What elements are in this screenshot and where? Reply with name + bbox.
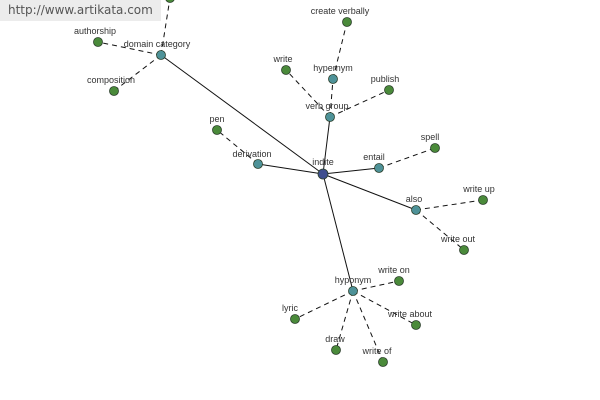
node-dot-lyric[interactable]: [290, 314, 300, 324]
node-hyponym[interactable]: hyponym: [335, 275, 372, 296]
node-label-entail[interactable]: entail: [363, 152, 385, 162]
edge-domain-category-to-authorship: [97, 41, 162, 56]
node-dot-entail[interactable]: [374, 163, 384, 173]
node-label-publish[interactable]: publish: [371, 74, 400, 84]
node-dot-create-verbally[interactable]: [342, 17, 352, 27]
edge-hyponym-to-lyric: [294, 290, 354, 320]
edge-indite-to-entail: [322, 167, 380, 175]
edge-hyponym-to-write-on: [352, 280, 400, 292]
node-label-hypernym[interactable]: hypernym: [313, 63, 353, 73]
graph-edges: [97, 0, 484, 363]
node-verb-group[interactable]: verb group: [305, 101, 349, 122]
edge-indite-to-domain-category: [160, 54, 324, 175]
node-write-about[interactable]: write about: [387, 309, 433, 330]
node-dot-publish[interactable]: [384, 85, 394, 95]
node-label-verb-group[interactable]: verb group: [305, 101, 348, 111]
node-label-pen[interactable]: pen: [209, 114, 224, 124]
node-dot-write-of[interactable]: [378, 357, 388, 367]
node-write-on[interactable]: write on: [377, 265, 410, 286]
node-dot-domain-category[interactable]: [156, 50, 166, 60]
node-label-lyric[interactable]: lyric: [282, 303, 298, 313]
node-lyric[interactable]: lyric: [282, 303, 300, 324]
edge-indite-to-derivation: [257, 163, 324, 175]
node-label-write-vg[interactable]: write: [272, 54, 292, 64]
node-dot-write-about[interactable]: [411, 320, 421, 330]
node-label-write-out[interactable]: write out: [440, 234, 476, 244]
node-dot-top-offscreen[interactable]: [165, 0, 175, 3]
edge-also-to-write-up: [415, 199, 484, 211]
node-dot-indite[interactable]: [317, 168, 329, 180]
node-dot-derivation[interactable]: [253, 159, 263, 169]
edge-indite-to-hyponym: [322, 173, 354, 292]
edge-domain-category-to-top-offscreen: [160, 0, 171, 56]
node-label-domain-category[interactable]: domain category: [124, 39, 191, 49]
node-write-out[interactable]: write out: [440, 234, 476, 255]
node-also[interactable]: also: [406, 194, 423, 215]
edge-indite-to-also: [322, 173, 417, 211]
node-dot-authorship[interactable]: [93, 37, 103, 47]
graph-nodes: indite domain category verb group hypernym d…: [74, 0, 495, 367]
node-write-up[interactable]: write up: [462, 184, 495, 205]
edge-hyponym-to-draw: [335, 290, 354, 351]
node-hypernym[interactable]: hypernym: [313, 63, 353, 84]
node-label-spell[interactable]: spell: [421, 132, 440, 142]
node-derivation[interactable]: derivation: [232, 149, 272, 169]
node-authorship[interactable]: authorship: [74, 26, 116, 47]
node-label-write-of[interactable]: write of: [361, 346, 392, 356]
node-label-hyponym[interactable]: hyponym: [335, 275, 372, 285]
node-draw[interactable]: draw: [325, 334, 345, 355]
node-label-draw[interactable]: draw: [325, 334, 345, 344]
node-dot-draw[interactable]: [331, 345, 341, 355]
edge-verb-group-to-publish: [329, 89, 390, 118]
edge-entail-to-spell: [378, 147, 436, 169]
node-spell[interactable]: spell: [421, 132, 440, 153]
node-top-offscreen[interactable]: [165, 0, 175, 3]
edge-hyponym-to-write-of: [352, 290, 384, 363]
node-label-create-verbally[interactable]: create verbally: [311, 6, 370, 16]
node-indite[interactable]: indite: [312, 157, 334, 180]
edge-hypernym-to-create-verbally: [332, 21, 348, 80]
node-publish[interactable]: publish: [371, 74, 400, 95]
node-dot-write-out[interactable]: [459, 245, 469, 255]
node-dot-hypernym[interactable]: [328, 74, 338, 84]
node-dot-pen[interactable]: [212, 125, 222, 135]
edge-verb-group-to-write-vg: [285, 69, 331, 118]
edge-hyponym-to-write-about: [352, 290, 417, 326]
node-write-of[interactable]: write of: [361, 346, 392, 367]
edge-indite-to-verb-group: [322, 116, 331, 175]
node-write-vg[interactable]: write: [272, 54, 293, 75]
node-dot-verb-group[interactable]: [325, 112, 335, 122]
node-label-authorship[interactable]: authorship: [74, 26, 116, 36]
node-label-indite[interactable]: indite: [312, 157, 334, 167]
node-entail[interactable]: entail: [363, 152, 385, 173]
node-dot-spell[interactable]: [430, 143, 440, 153]
node-dot-write-up[interactable]: [478, 195, 488, 205]
edge-domain-category-to-composition: [113, 54, 162, 92]
node-dot-also[interactable]: [411, 205, 421, 215]
node-dot-hyponym[interactable]: [348, 286, 358, 296]
node-composition[interactable]: composition: [87, 75, 135, 96]
node-label-derivation[interactable]: derivation: [232, 149, 271, 159]
node-label-also[interactable]: also: [406, 194, 423, 204]
node-pen[interactable]: pen: [209, 114, 225, 135]
node-domain-category[interactable]: domain category: [124, 39, 191, 60]
node-label-write-on[interactable]: write on: [377, 265, 410, 275]
edge-verb-group-to-hypernym: [329, 78, 334, 118]
node-label-write-about[interactable]: write about: [387, 309, 433, 319]
node-dot-write-vg[interactable]: [281, 65, 291, 75]
node-label-composition[interactable]: composition: [87, 75, 135, 85]
node-dot-composition[interactable]: [109, 86, 119, 96]
node-label-write-up[interactable]: write up: [462, 184, 495, 194]
site-watermark[interactable]: http://www.artikata.com: [0, 0, 161, 21]
node-create-verbally[interactable]: create verbally: [311, 6, 370, 27]
node-dot-write-on[interactable]: [394, 276, 404, 286]
edge-also-to-write-out: [415, 209, 465, 251]
